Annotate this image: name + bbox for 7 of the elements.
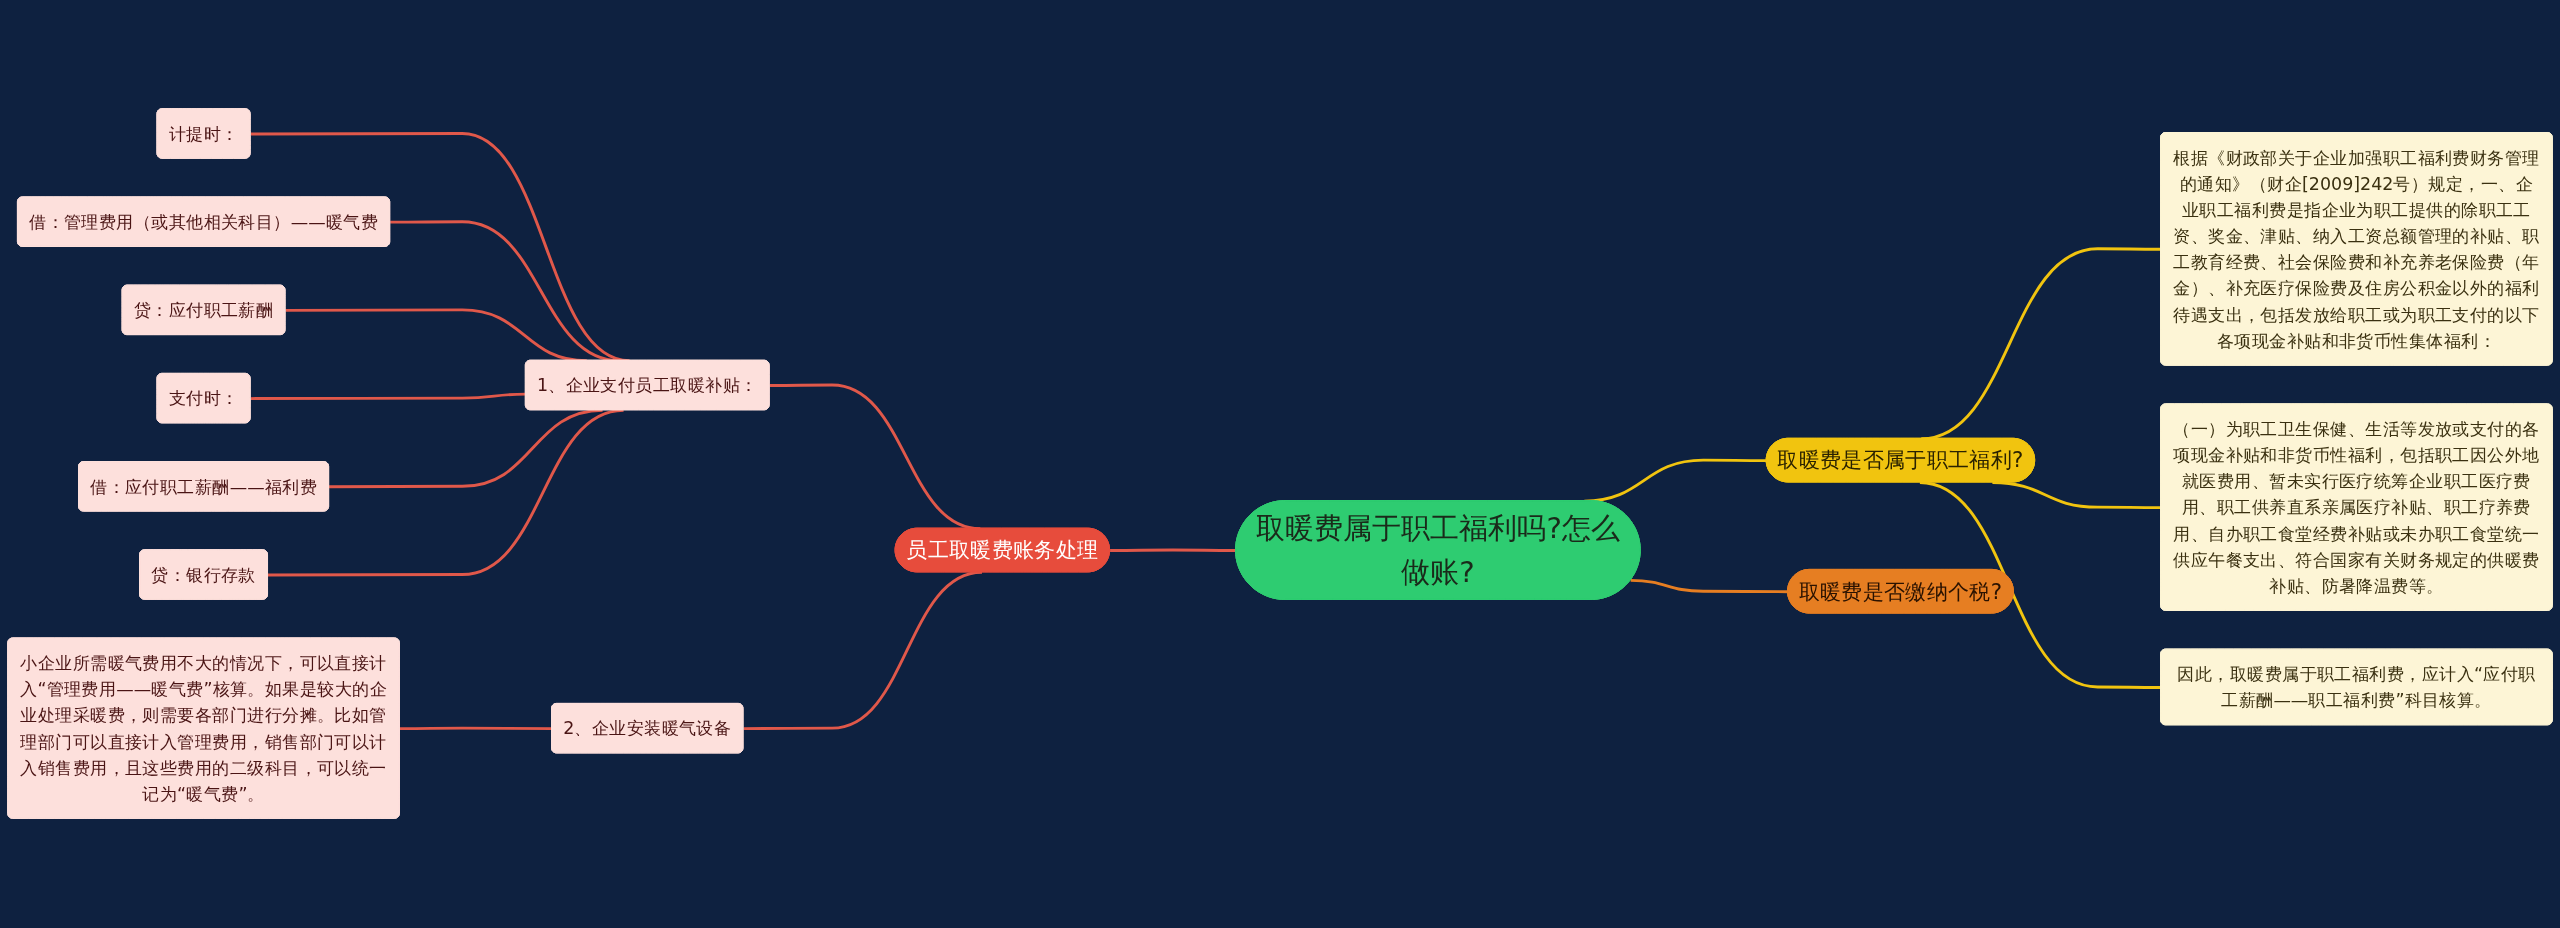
connector xyxy=(1919,481,2162,690)
connector xyxy=(250,393,526,401)
connector xyxy=(399,727,552,731)
connector xyxy=(1630,579,1788,594)
connector xyxy=(1992,481,2162,510)
connector xyxy=(1584,459,1767,503)
connector xyxy=(1110,549,1237,553)
